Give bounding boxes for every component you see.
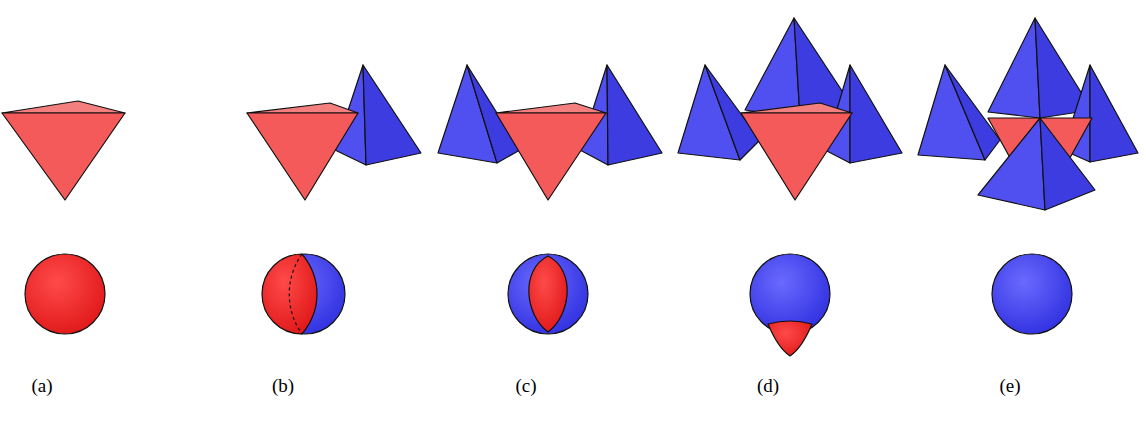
panel-label: (d) [757,376,779,395]
panel-label: (c) [515,376,536,395]
panel-b [247,65,421,334]
panel-c [438,65,662,334]
panel-d [678,18,902,356]
panel-e [918,18,1138,334]
panel-a [2,101,125,334]
panel-label: (a) [31,376,52,395]
panel-label: (b) [272,376,294,395]
panel-label: (e) [999,376,1020,395]
